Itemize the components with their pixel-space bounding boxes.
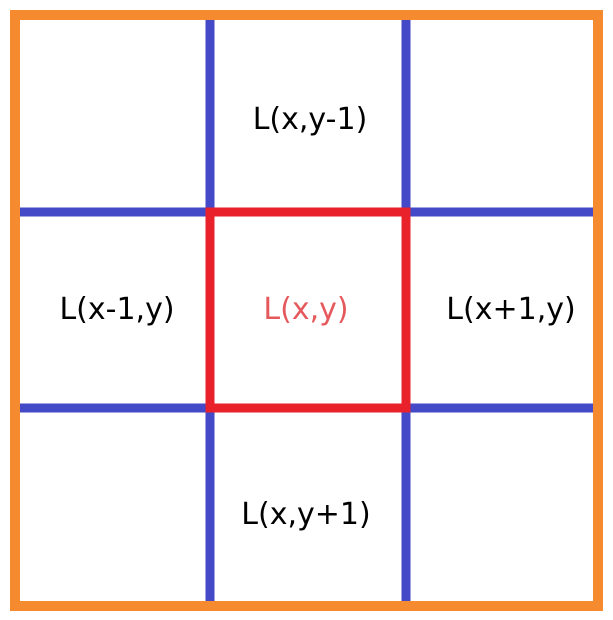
- label-right-neighbor: L(x+1,y): [446, 292, 576, 327]
- label-center-pixel: L(x,y): [263, 292, 349, 327]
- label-left-neighbor: L(x-1,y): [59, 292, 175, 327]
- label-top-neighbor: L(x,y-1): [252, 102, 368, 137]
- outer-border: [10, 10, 603, 611]
- label-bottom-neighbor: L(x,y+1): [241, 497, 371, 532]
- center-cell-highlight: [205, 207, 411, 413]
